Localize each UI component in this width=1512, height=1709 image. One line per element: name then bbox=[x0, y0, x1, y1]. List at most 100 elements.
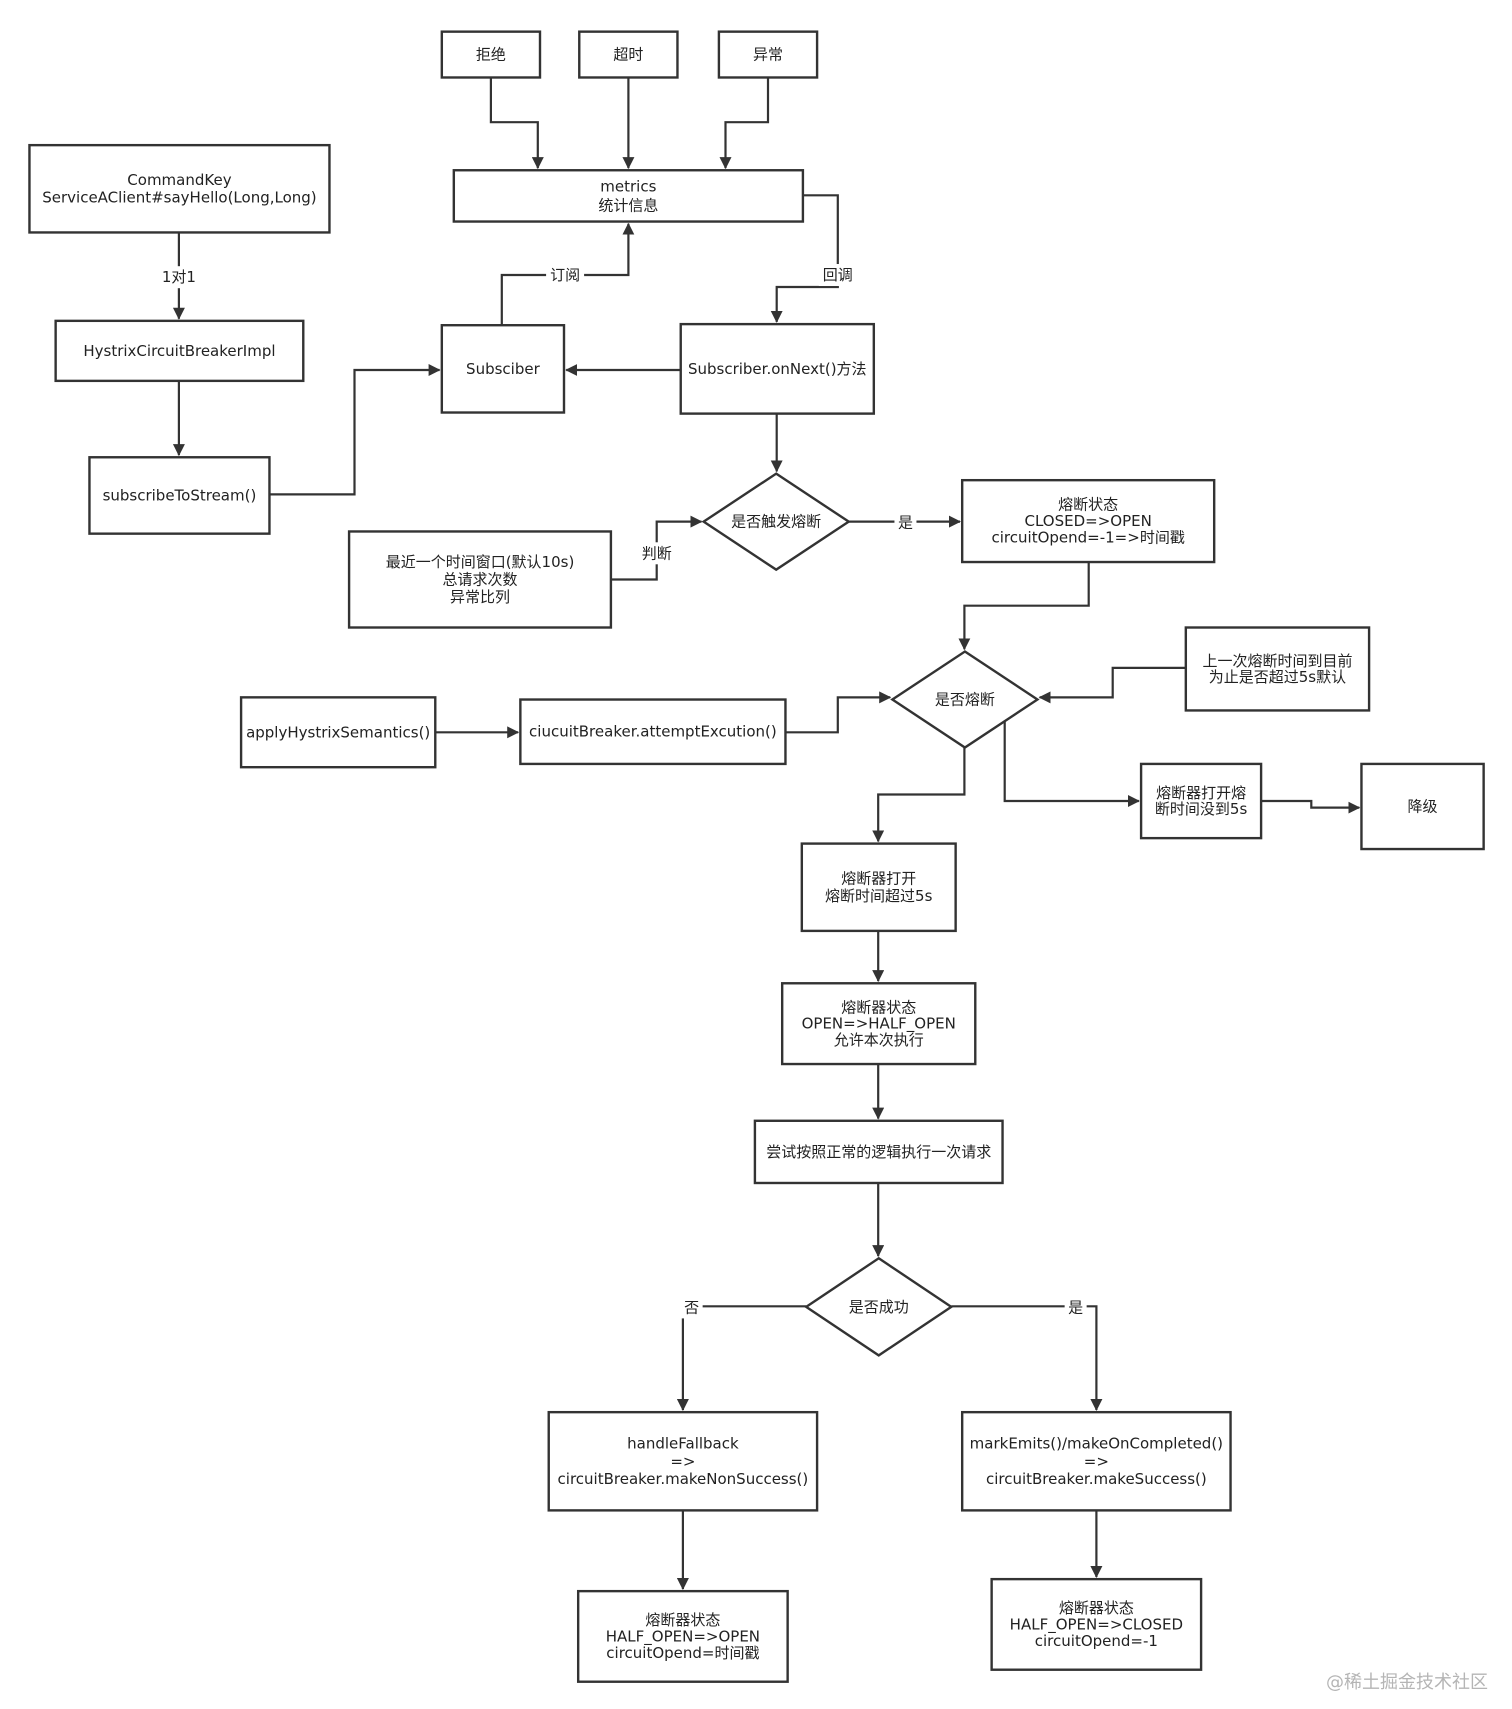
process-rect bbox=[753, 1119, 1004, 1185]
node-text-commandkey: ServiceAClient#sayHello(Long,Long) bbox=[42, 189, 316, 207]
process-rect bbox=[239, 696, 437, 769]
node-text-last-open: 上一次熔断时间到目前 bbox=[1202, 652, 1352, 670]
node-text-metrics: metrics bbox=[600, 177, 656, 195]
edge-attempt-to-open-decision bbox=[785, 691, 892, 734]
process-rect bbox=[519, 698, 787, 766]
watermark: @稀土掘金技术社区 bbox=[1326, 1672, 1488, 1693]
edge-label-background bbox=[894, 511, 917, 534]
process-rect bbox=[28, 143, 331, 234]
node-text-last-open: 为止是否超过5s默认 bbox=[1209, 668, 1346, 686]
node-text-state-closed: circuitOpend=-1 bbox=[1035, 1632, 1158, 1650]
edge-label-trigger-decision-to-state-open: 是 bbox=[898, 514, 913, 532]
node-text-subsciber: Subsciber bbox=[466, 360, 541, 378]
node-text-half-open: 允许本次执行 bbox=[834, 1031, 924, 1049]
process-box-fallback: handleFallback=>circuitBreaker.makeNonSu… bbox=[547, 1410, 819, 1512]
process-box-subscribestream: subscribeToStream() bbox=[88, 456, 271, 535]
edge-state-open-to-open-decision bbox=[958, 562, 1090, 651]
process-box-subsciber: Subsciber bbox=[440, 324, 566, 414]
node-text-trigger-decision: 是否触发熔断 bbox=[731, 513, 821, 531]
edge-subscribestream-to-subsciber bbox=[269, 364, 441, 496]
process-rect bbox=[347, 530, 613, 629]
node-text-metrics: 统计信息 bbox=[598, 196, 658, 214]
process-rect bbox=[780, 982, 977, 1066]
node-text-state-closed: HALF_OPEN=>CLOSED bbox=[1010, 1615, 1183, 1634]
node-text-over-5s: 熔断器打开 bbox=[841, 869, 916, 887]
node-text-half-open: 熔断器状态 bbox=[841, 998, 916, 1016]
process-rect bbox=[1139, 762, 1263, 840]
edge-label-background bbox=[151, 266, 206, 289]
process-box-attempt: ciucuitBreaker.attemptExcution() bbox=[519, 698, 787, 766]
edge-success-decision-to-success bbox=[951, 1305, 1103, 1411]
node-text-state-reopen: 熔断器状态 bbox=[645, 1611, 720, 1629]
decision-diamond bbox=[890, 650, 1040, 749]
node-text-half-open: OPEN=>HALF_OPEN bbox=[802, 1015, 956, 1034]
node-text-fallback: circuitBreaker.makeNonSuccess() bbox=[558, 1470, 809, 1488]
edge-label-background bbox=[680, 1296, 703, 1319]
node-text-degrade: 降级 bbox=[1408, 797, 1438, 815]
process-rect bbox=[578, 30, 679, 79]
node-text-subscribestream: subscribeToStream() bbox=[103, 486, 257, 504]
node-text-attempt: ciucuitBreaker.attemptExcution() bbox=[529, 723, 777, 741]
node-text-state-reopen: HALF_OPEN=>OPEN bbox=[606, 1627, 760, 1646]
node-text-over-5s: 熔断时间超过5s bbox=[825, 887, 933, 905]
edge-success-decision-to-fallback bbox=[676, 1305, 807, 1411]
edge-metrics-to-onnext bbox=[770, 194, 839, 323]
node-text-not-5s: 断时间没到5s bbox=[1155, 800, 1248, 818]
node-text-onnext: Subscriber.onNext()方法 bbox=[688, 360, 867, 378]
node-text-breakerimpl: HystrixCircuitBreakerImpl bbox=[83, 342, 275, 360]
decision-diamond bbox=[804, 1256, 954, 1357]
node-text-window: 总请求次数 bbox=[442, 570, 517, 588]
process-box-breakerimpl: HystrixCircuitBreakerImpl bbox=[54, 319, 305, 383]
edge-label-background bbox=[546, 264, 585, 287]
edge-exception-to-metrics bbox=[719, 77, 770, 170]
edge-label-subsciber-to-metrics: 订阅 bbox=[550, 266, 580, 284]
process-box-reject: 拒绝 bbox=[440, 30, 542, 79]
process-rect bbox=[800, 842, 957, 933]
process-rect bbox=[576, 1589, 789, 1683]
node-text-success: circuitBreaker.makeSuccess() bbox=[986, 1470, 1207, 1488]
node-text-exception: 异常 bbox=[753, 46, 783, 64]
edge-label-metrics-to-onnext: 回调 bbox=[823, 266, 853, 284]
process-rect bbox=[679, 322, 876, 415]
process-rect bbox=[960, 478, 1216, 564]
process-rect bbox=[452, 169, 805, 223]
node-text-success: markEmits()/makeOnCompleted() bbox=[970, 1435, 1223, 1453]
edge-label-success-decision-to-success: 是 bbox=[1068, 1298, 1083, 1316]
node-text-success-decision: 是否成功 bbox=[849, 1298, 909, 1316]
process-rect bbox=[88, 456, 271, 535]
process-rect bbox=[440, 324, 566, 414]
node-text-window: 异常比列 bbox=[450, 588, 510, 606]
node-text-window: 最近一个时间窗口(默认10s) bbox=[386, 553, 575, 571]
node-text-commandkey: CommandKey bbox=[127, 171, 231, 189]
process-rect bbox=[1184, 626, 1371, 712]
node-text-reject: 拒绝 bbox=[476, 46, 506, 64]
edge-open-decision-to-not-5s bbox=[1003, 720, 1140, 807]
process-rect bbox=[960, 1410, 1232, 1512]
process-box-onnext: Subscriber.onNext()方法 bbox=[679, 322, 876, 415]
node-text-fallback: => bbox=[670, 1452, 695, 1470]
process-rect bbox=[54, 319, 305, 383]
process-rect bbox=[440, 30, 542, 79]
edge-label-window-to-trigger-decision: 判断 bbox=[642, 544, 672, 562]
process-box-exception: 异常 bbox=[717, 30, 819, 79]
process-box-degrade: 降级 bbox=[1360, 762, 1485, 851]
node-text-state-closed: 熔断器状态 bbox=[1059, 1599, 1134, 1617]
decision-diamond bbox=[701, 472, 851, 572]
process-rect bbox=[717, 30, 819, 79]
process-box-try-request: 尝试按照正常的逻辑执行一次请求 bbox=[753, 1119, 1004, 1185]
node-text-not-5s: 熔断器打开熔 bbox=[1156, 784, 1246, 802]
node-text-open-decision: 是否熔断 bbox=[935, 691, 995, 709]
edge-open-decision-to-over-5s bbox=[872, 747, 966, 843]
process-box-commandkey: CommandKeyServiceAClient#sayHello(Long,L… bbox=[28, 143, 331, 234]
decision-trigger-decision: 是否触发熔断 bbox=[701, 472, 851, 572]
node-text-state-open: circuitOpend=-1=>时间戳 bbox=[992, 528, 1185, 546]
process-rect bbox=[547, 1410, 819, 1512]
decision-open-decision: 是否熔断 bbox=[890, 650, 1040, 749]
